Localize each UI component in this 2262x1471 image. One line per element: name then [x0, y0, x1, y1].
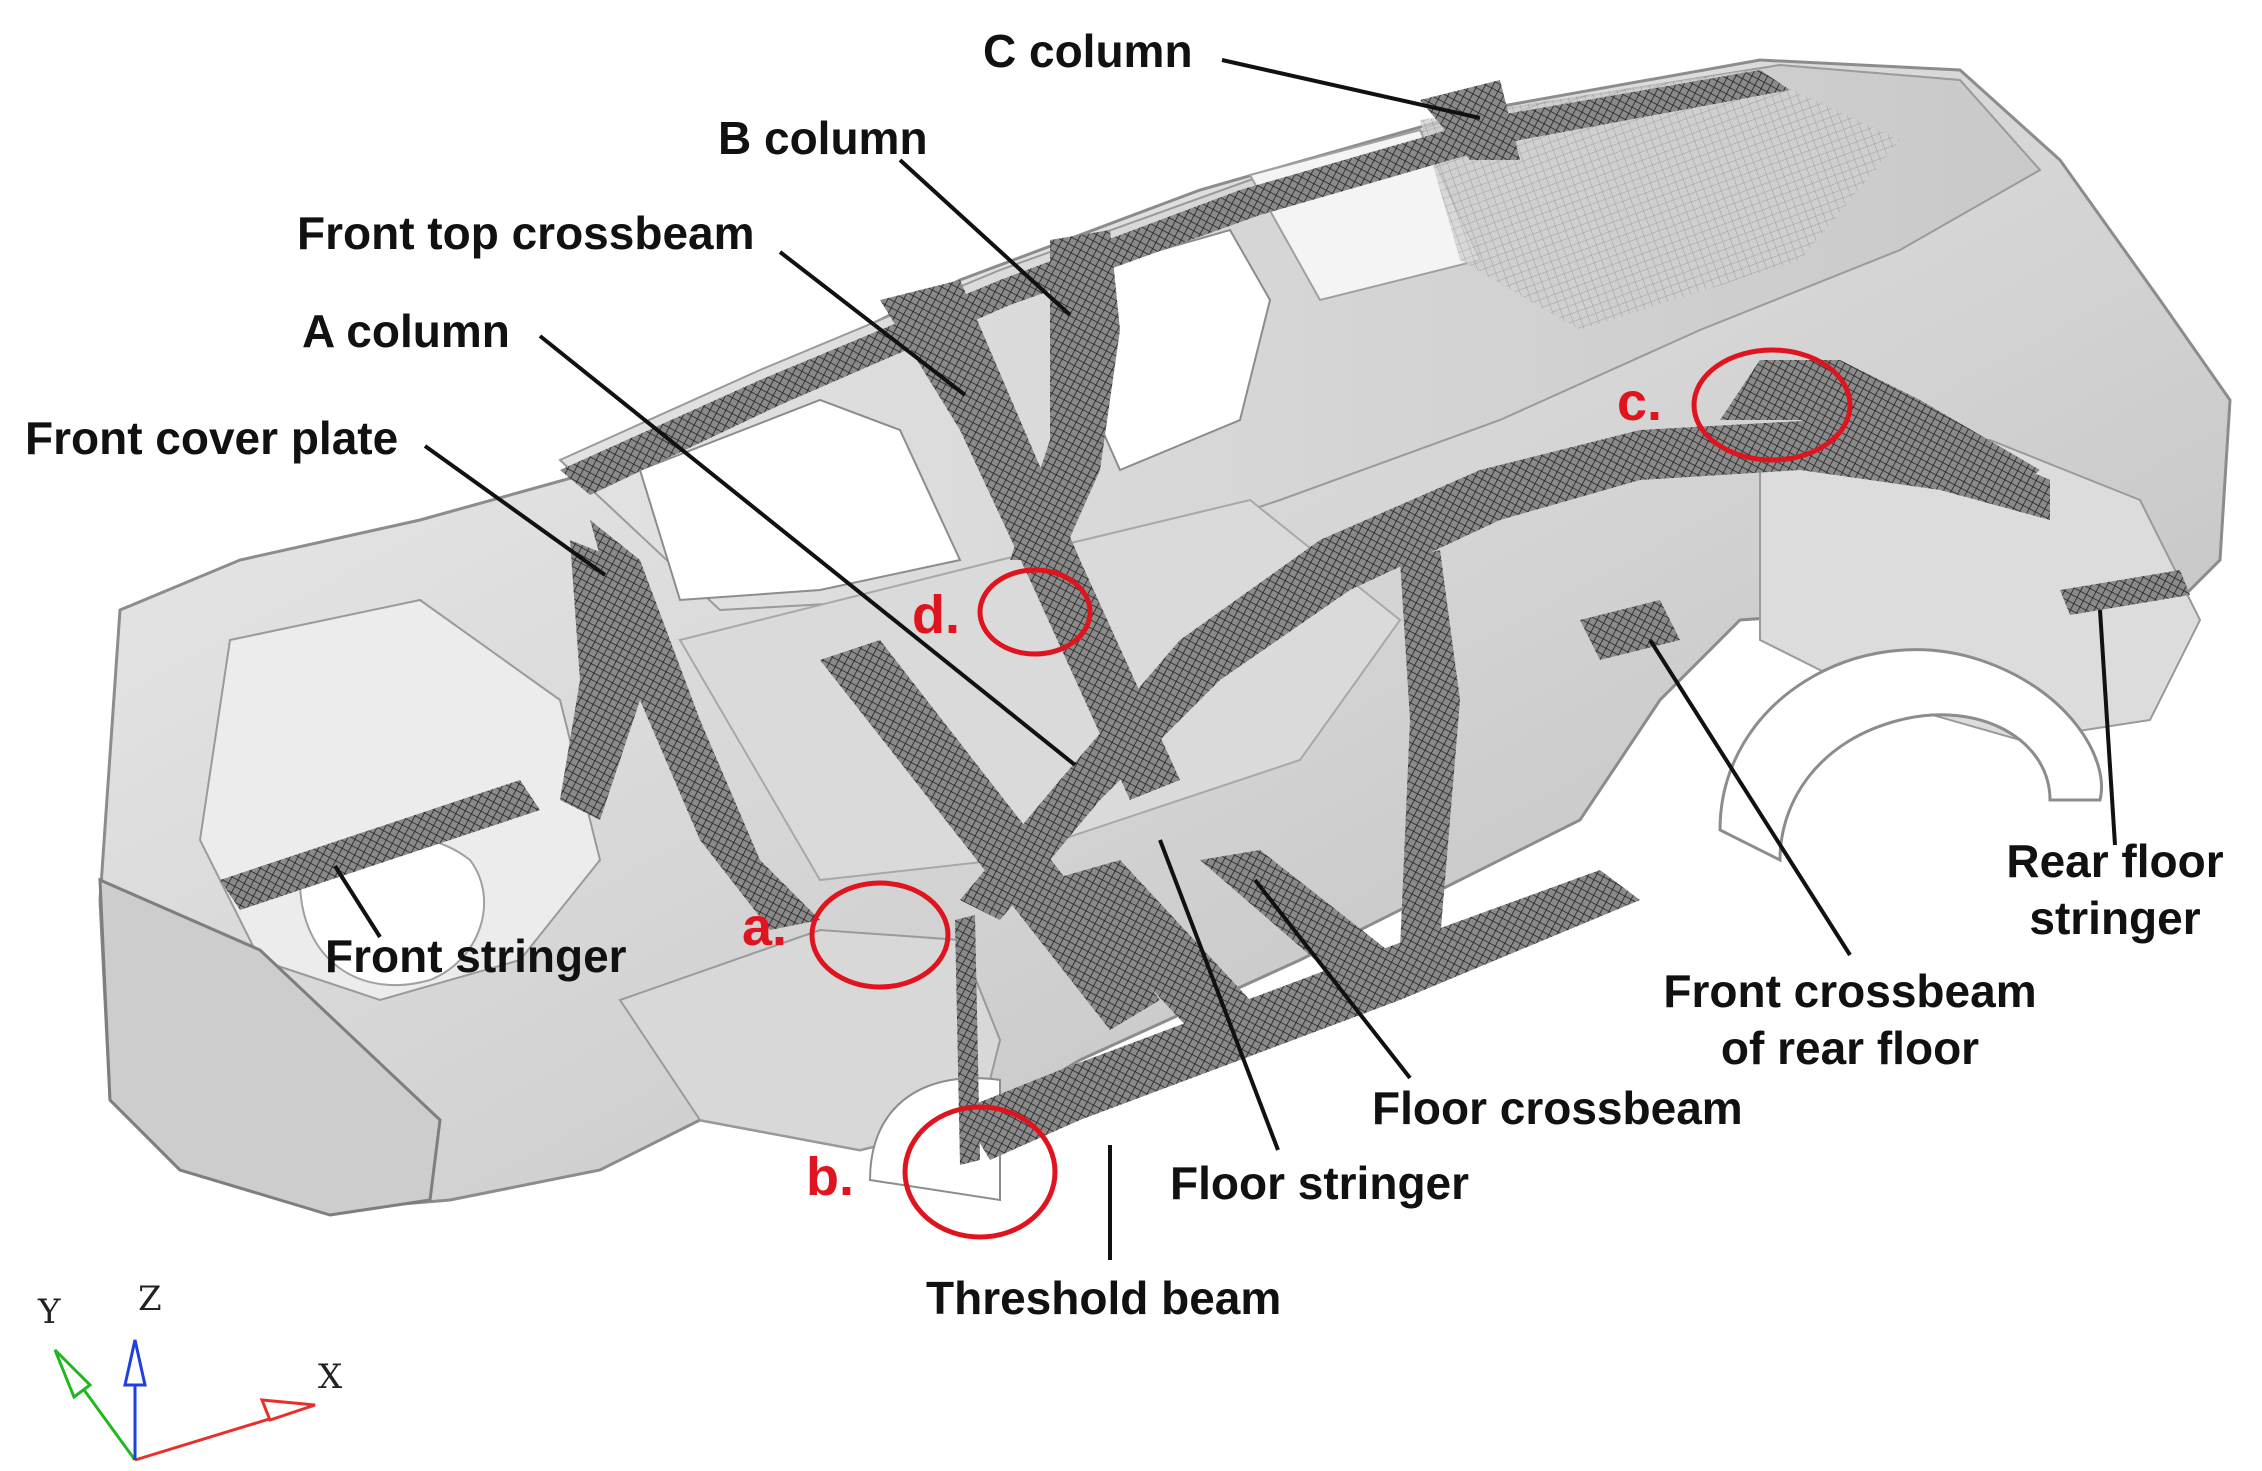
- axis-label-x: X: [318, 1357, 343, 1397]
- marker-c: c.: [1617, 372, 1663, 432]
- label-front-cover-plate: Front cover plate: [25, 412, 399, 464]
- axis-label-y: Y: [38, 1292, 61, 1332]
- highlight-circles: [809, 347, 1853, 1240]
- y-axis-arrow: [53, 1348, 93, 1400]
- label-threshold-beam: Threshold beam: [926, 1272, 1282, 1324]
- threshold-beam-mesh: [960, 870, 1640, 1160]
- roof-rail-mesh: [560, 70, 1790, 495]
- leader-floor-stringer: [1158, 839, 1280, 1151]
- label-rear-floor-stringer-line1: Rear floor: [2006, 835, 2224, 887]
- rear-arch-mesh: [1720, 360, 2040, 500]
- circle-b: [902, 1104, 1058, 1240]
- label-rear-floor-stringer-line2: stringer: [2029, 892, 2201, 944]
- leader-lines: [333, 58, 2117, 1260]
- coordinate-triad: [53, 1339, 316, 1462]
- circle-d: [977, 567, 1093, 657]
- c-column-mesh: [1420, 80, 1520, 160]
- z-axis-arrow: [123, 1339, 147, 1387]
- hinge-pillar-mesh: [955, 915, 980, 1165]
- center-rail-mesh: [820, 640, 1160, 1030]
- floor-stringer-mesh: [1050, 860, 1250, 1030]
- rear-floor-stringer-mesh: [2060, 570, 2190, 615]
- leader-rear-floor-stringer: [2098, 609, 2117, 846]
- leader-front-cover-plate: [423, 444, 607, 577]
- leader-front-stringer: [333, 864, 382, 939]
- label-a-column: A column: [302, 305, 510, 357]
- x-axis-arrow: [259, 1398, 316, 1422]
- axis-label-z: Z: [138, 1279, 162, 1319]
- car-body-shell: [98, 58, 2232, 1217]
- label-floor-crossbeam: Floor crossbeam: [1372, 1082, 1743, 1134]
- front-top-crossbeam-mesh: [880, 280, 1180, 800]
- marker-b: b.: [806, 1147, 854, 1207]
- leader-b-column: [898, 158, 1072, 317]
- front-stringer-mesh: [220, 780, 540, 910]
- leader-a-column: [538, 334, 1077, 767]
- label-front-stringer: Front stringer: [325, 930, 627, 982]
- leader-floor-crossbeam: [1253, 878, 1412, 1080]
- label-b-column: B column: [718, 112, 928, 164]
- marker-a: a.: [742, 897, 788, 957]
- structural-members: [220, 70, 2190, 1165]
- leader-c-column: [1221, 58, 1481, 120]
- floor-crossbeam-mesh: [1200, 850, 1400, 990]
- label-c-column: C column: [983, 25, 1193, 77]
- marker-d: d.: [912, 585, 960, 645]
- circle-c: [1691, 347, 1853, 463]
- label-front-top-crossbeam: Front top crossbeam: [297, 207, 755, 259]
- leader-front-top-crossbeam: [778, 250, 967, 397]
- label-front-crossbeam-rear-floor-line2: of rear floor: [1720, 1022, 1980, 1074]
- front-cover-plate-mesh: [560, 540, 640, 820]
- leader-front-crossbeam-rear-floor: [1648, 638, 1852, 957]
- a-column-mesh: [590, 520, 820, 930]
- center-pillar-mesh: [1400, 550, 1460, 950]
- label-floor-stringer: Floor stringer: [1170, 1157, 1470, 1209]
- label-front-crossbeam-rear-floor-line1: Front crossbeam: [1663, 965, 2037, 1017]
- circle-a: [809, 880, 951, 990]
